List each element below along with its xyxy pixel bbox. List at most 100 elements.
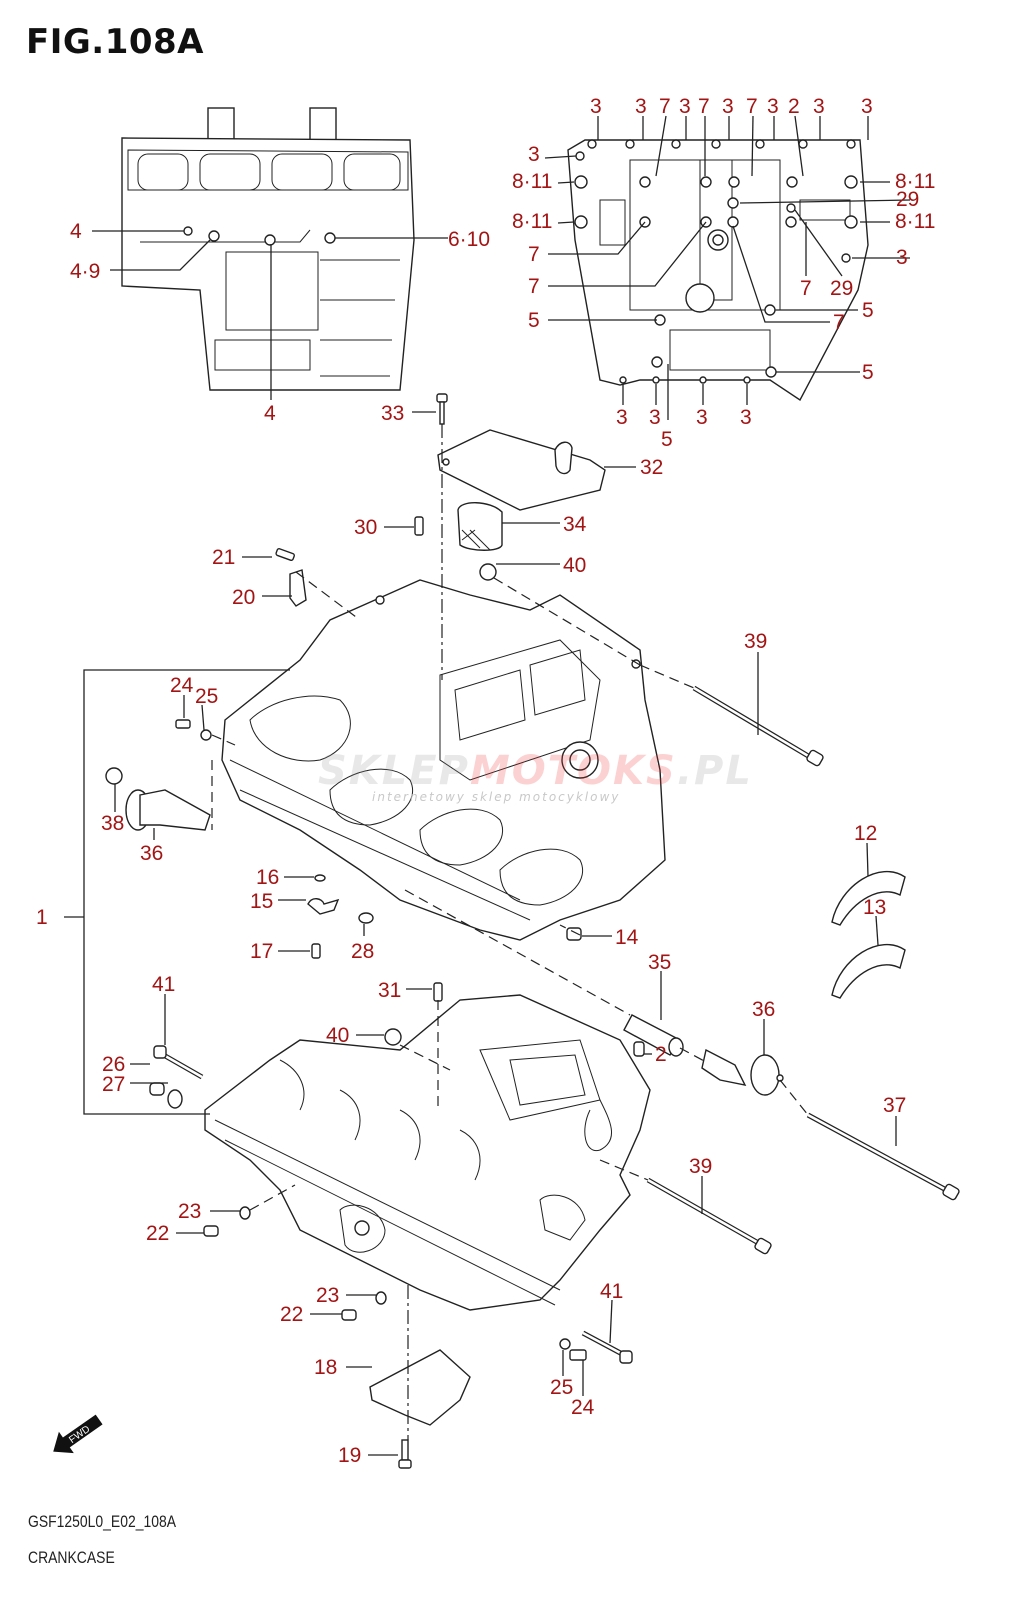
- part-19-bolt: [398, 1439, 412, 1469]
- part-32-breather-cover: [437, 429, 606, 511]
- callout-25: 25: [195, 685, 218, 708]
- upper-left-leaders: [92, 230, 448, 400]
- callout-41: 41: [152, 973, 175, 996]
- callout-8-11: 8·11: [895, 170, 935, 193]
- callout-13: 13: [863, 896, 886, 919]
- callout-3: 3: [635, 95, 647, 118]
- callout-16: 16: [256, 866, 279, 889]
- lower-crankcase-bottom-view: [567, 139, 869, 402]
- figure-code: GSF1250L0_E02_108A: [28, 1512, 177, 1531]
- callout-29: 29: [896, 188, 919, 211]
- callout-1: 1: [36, 906, 48, 929]
- part-33-bolt: [436, 393, 448, 425]
- part-25-washer: [559, 1338, 571, 1350]
- watermark-part: KS: [613, 748, 677, 794]
- callout-31: 31: [378, 979, 401, 1002]
- callout-18: 18: [314, 1356, 337, 1379]
- callout-39: 39: [689, 1155, 712, 1178]
- watermark-part: SKLEP: [318, 748, 470, 794]
- callout-35: 35: [648, 951, 671, 974]
- callout-23: 23: [316, 1284, 339, 1307]
- callout-7: 7: [746, 95, 758, 118]
- part-35-sleeve: [623, 1014, 684, 1057]
- lower-crankcase: [204, 994, 651, 1311]
- callout-5: 5: [862, 299, 874, 322]
- callout-7: 7: [528, 243, 540, 266]
- watermark-subtitle: internetowy sklep motocyklowy: [372, 790, 621, 804]
- upper-crankcase-top-view: [121, 107, 415, 391]
- part-23-washer: [375, 1291, 387, 1305]
- assembly-guides: [211, 424, 809, 1440]
- callout-22: 22: [146, 1222, 169, 1245]
- figure-title: FIG.108A: [26, 22, 204, 62]
- callout-4-9: 4·9: [70, 260, 100, 283]
- callout-34: 34: [563, 513, 587, 536]
- part-25-washer: [200, 729, 212, 741]
- fwd-arrow-icon: FWD: [53, 1414, 103, 1454]
- watermark-part: MOTO: [469, 748, 614, 794]
- callout-37: 37: [883, 1094, 906, 1117]
- part-39-bolt-upper: [692, 685, 824, 767]
- callout-7: 7: [833, 311, 845, 334]
- callout-40: 40: [563, 554, 586, 577]
- part-22-bolt: [203, 1225, 219, 1237]
- callout-7: 7: [659, 95, 671, 118]
- part-39-bolt-lower: [646, 1177, 772, 1255]
- callout-2: 2: [788, 95, 800, 118]
- part-36-oil-pump-rotor: [125, 789, 211, 831]
- callout-7: 7: [800, 277, 812, 300]
- callout-8-11: 8·11: [512, 170, 552, 193]
- part-22-bolt: [341, 1309, 357, 1321]
- callout-5: 5: [661, 428, 673, 451]
- callout-36: 36: [140, 842, 163, 865]
- callout-3: 3: [679, 95, 691, 118]
- callout-3: 3: [861, 95, 873, 118]
- callout-29: 29: [830, 277, 853, 300]
- callout-3: 3: [813, 95, 825, 118]
- callout-41: 41: [600, 1280, 623, 1303]
- part-24-bolt: [175, 719, 191, 729]
- callout-24: 24: [170, 674, 194, 697]
- callout-12: 12: [854, 822, 877, 845]
- part-1-assembly-bracket: [83, 669, 290, 1115]
- callout-5: 5: [862, 361, 874, 384]
- part-41-bolt: [581, 1330, 633, 1364]
- watermark: SKLEPMOTOKS.PL: [318, 748, 753, 794]
- callout-32: 32: [640, 456, 663, 479]
- part-31-plug: [433, 982, 443, 1002]
- upper-crankcase: [221, 579, 666, 941]
- part-17-bolt: [311, 943, 321, 959]
- callout-19: 19: [338, 1444, 361, 1467]
- part-12-thrust-washer: [831, 871, 906, 926]
- part-36-oil-pump-rotor: [701, 1048, 784, 1096]
- callout-3: 3: [528, 143, 540, 166]
- main-leaders: [114, 411, 897, 1456]
- callout-23: 23: [178, 1200, 201, 1223]
- callout-24: 24: [571, 1396, 595, 1419]
- part-37-long-bolt: [806, 1112, 960, 1201]
- part-40-nut: [479, 563, 497, 581]
- callout-27: 27: [102, 1073, 125, 1096]
- callout-8-11: 8·11: [895, 210, 935, 233]
- callout-21: 21: [212, 546, 235, 569]
- part-27-gasket: [167, 1089, 183, 1109]
- callout-26: 26: [102, 1053, 125, 1076]
- part-14-plug: [566, 927, 582, 941]
- part-16-o-ring: [314, 874, 326, 882]
- part-15-clamp: [307, 898, 340, 915]
- callout-40: 40: [326, 1024, 349, 1047]
- callout-5: 5: [528, 309, 540, 332]
- part-40-nut: [384, 1028, 402, 1046]
- callout-2: 2: [655, 1043, 667, 1066]
- callout-8-11: 8·11: [512, 210, 552, 233]
- callout-17: 17: [250, 940, 273, 963]
- callout-3: 3: [590, 95, 602, 118]
- part-24-bolt: [569, 1349, 587, 1361]
- part-41-bolt: [153, 1045, 204, 1080]
- upper-right-leaders: [544, 115, 911, 420]
- part-20-bracket: [289, 569, 307, 607]
- callout-3: 3: [696, 406, 708, 429]
- callout-3: 3: [740, 406, 752, 429]
- part-38-nut: [105, 767, 123, 785]
